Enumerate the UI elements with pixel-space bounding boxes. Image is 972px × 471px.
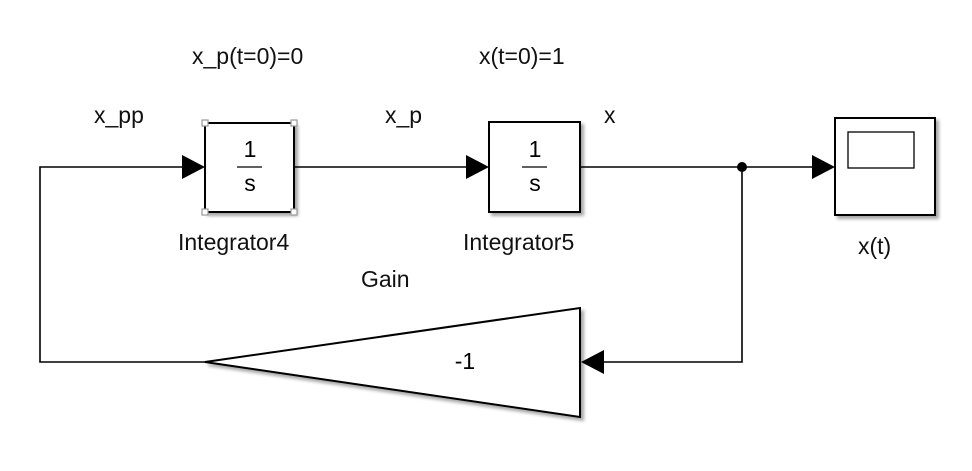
integrator5-denominator: s	[529, 170, 541, 196]
scope-screen-icon	[847, 131, 915, 169]
wire-x-pp[interactable]	[39, 166, 205, 363]
integrator4-name[interactable]: Integrator4	[178, 229, 290, 255]
scope-block[interactable]	[834, 117, 936, 216]
integrator5-name[interactable]: Integrator5	[463, 229, 575, 255]
integrator4-numerator: 1	[243, 136, 257, 162]
selection-handles[interactable]	[201, 119, 298, 216]
scope-name[interactable]: x(t)	[858, 233, 892, 259]
integrator4-denominator: s	[244, 170, 256, 196]
integrator4-block[interactable]	[201, 119, 298, 216]
signal-label-x-pp[interactable]: x_pp	[94, 102, 144, 128]
arrow-into-gain-icon	[581, 350, 604, 374]
integrator5-block[interactable]	[488, 121, 581, 213]
integrator4-initial-condition[interactable]: x_p(t=0)=0	[192, 43, 304, 69]
gain-value: -1	[454, 348, 476, 374]
signal-label-x-p[interactable]: x_p	[385, 102, 423, 128]
integrator5-initial-condition[interactable]: x(t=0)=1	[479, 43, 565, 69]
branch-point	[737, 162, 747, 172]
arrow-into-integrator5-icon	[466, 155, 489, 179]
signal-label-x[interactable]: x	[604, 102, 616, 128]
gain-block[interactable]	[204, 306, 581, 419]
wire-x-feedback[interactable]	[600, 167, 743, 363]
integrator5-numerator: 1	[528, 136, 542, 162]
arrow-into-integrator4-icon	[182, 155, 205, 179]
gain-name[interactable]: Gain	[361, 266, 410, 292]
arrow-into-scope-icon	[812, 155, 835, 179]
